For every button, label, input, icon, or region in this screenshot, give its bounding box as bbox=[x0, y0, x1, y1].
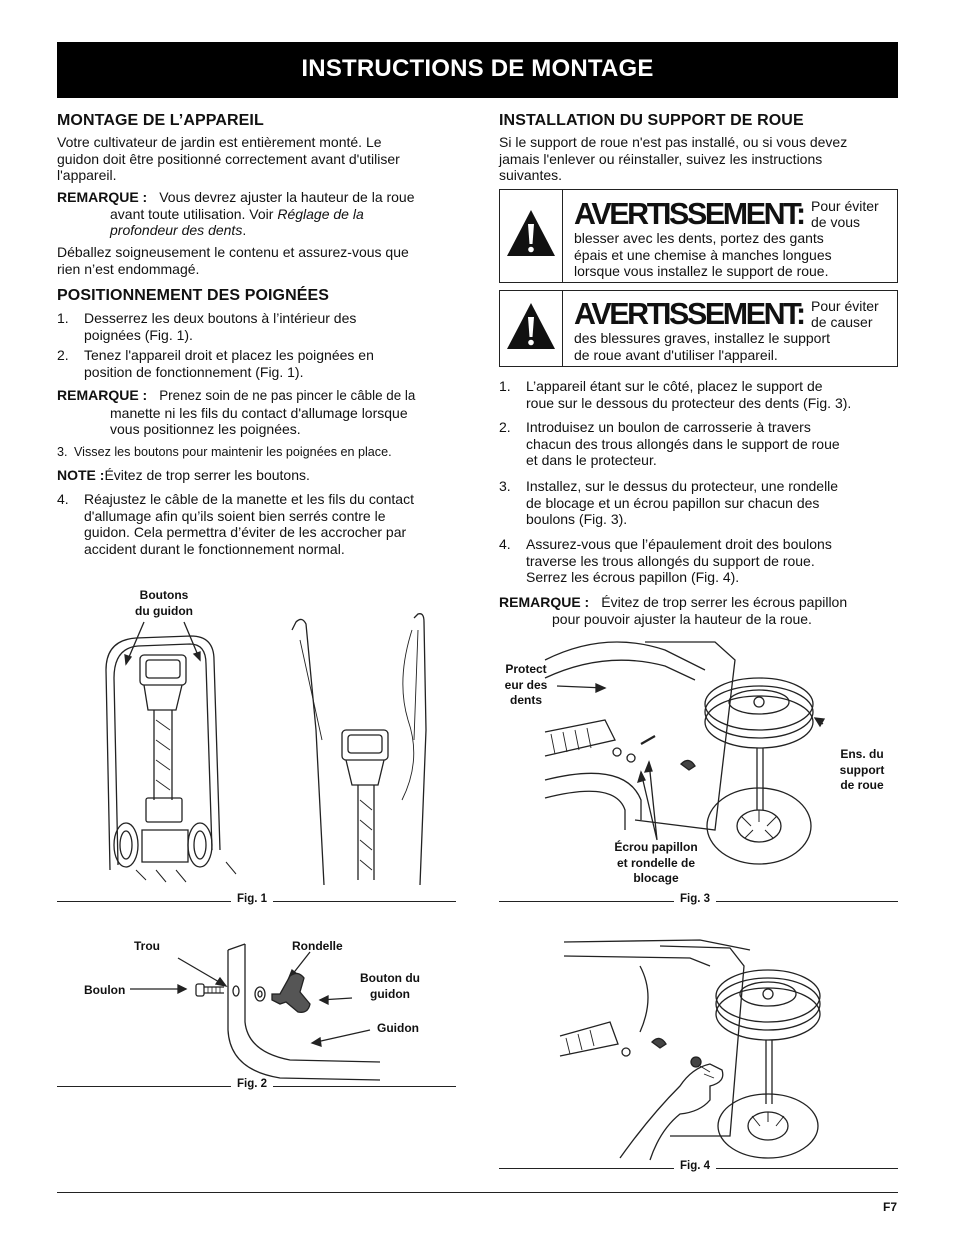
fig4-caption: Fig. 4 bbox=[674, 1160, 717, 1172]
fig2-illustration bbox=[130, 943, 381, 1081]
warning-icon bbox=[507, 303, 555, 349]
fig1-caption: Fig. 1 bbox=[231, 893, 274, 905]
title-banner: INSTRUCTIONS DE MONTAGE bbox=[57, 42, 898, 98]
warning-text: des blessures graves, installez le suppo… bbox=[574, 330, 831, 363]
montage-remark: REMARQUE :Vous devrez ajuster la hauteur… bbox=[57, 189, 415, 238]
fig2-label-trou: Trou bbox=[134, 939, 160, 953]
handle-note: NOTE :Évitez de trop serrer les boutons. bbox=[57, 467, 310, 483]
warning-triangle-cell bbox=[500, 291, 563, 366]
section-heading-poignees: POSITIONNEMENT DES POIGNÉES bbox=[57, 287, 330, 304]
warning-title: AVERTISSEMENT: bbox=[574, 196, 806, 231]
fig2-caption: Fig. 2 bbox=[231, 1078, 274, 1090]
fig3-illustration bbox=[544, 641, 826, 865]
page-number: F7 bbox=[882, 1200, 897, 1214]
section-heading-support: INSTALLATION DU SUPPORT DE ROUE bbox=[499, 112, 804, 129]
fig3-caption: Fig. 3 bbox=[674, 893, 717, 905]
warning-icon bbox=[507, 210, 555, 256]
support-paragraph: Si le support de roue n'est pas installé… bbox=[499, 134, 848, 183]
fig2-label-guidon: Guidon bbox=[377, 1021, 419, 1035]
fig2-label-boulon: Boulon bbox=[84, 983, 126, 997]
footer-rule bbox=[57, 1192, 898, 1193]
section-heading-montage: MONTAGE DE L’APPAREIL bbox=[57, 112, 264, 129]
page-title: INSTRUCTIONS DE MONTAGE bbox=[301, 55, 654, 82]
montage-paragraph: Votre cultivateur de jardin est entièrem… bbox=[57, 134, 400, 183]
fig1-illustration bbox=[105, 613, 427, 886]
fig4-illustration bbox=[559, 939, 821, 1161]
warning-triangle-cell bbox=[500, 190, 563, 282]
fig2-label-rondelle: Rondelle bbox=[292, 939, 343, 953]
handle-remark: REMARQUE :Prenez soin de ne pas pincer l… bbox=[57, 387, 416, 437]
unpack-paragraph: Déballez soigneusement le contenu et ass… bbox=[57, 244, 409, 277]
support-remark: REMARQUE :Évitez de trop serrer les écro… bbox=[499, 594, 848, 627]
warning-title: AVERTISSEMENT: bbox=[574, 296, 806, 331]
warning-text: blesser avec les dents, portez des gants… bbox=[574, 230, 832, 279]
